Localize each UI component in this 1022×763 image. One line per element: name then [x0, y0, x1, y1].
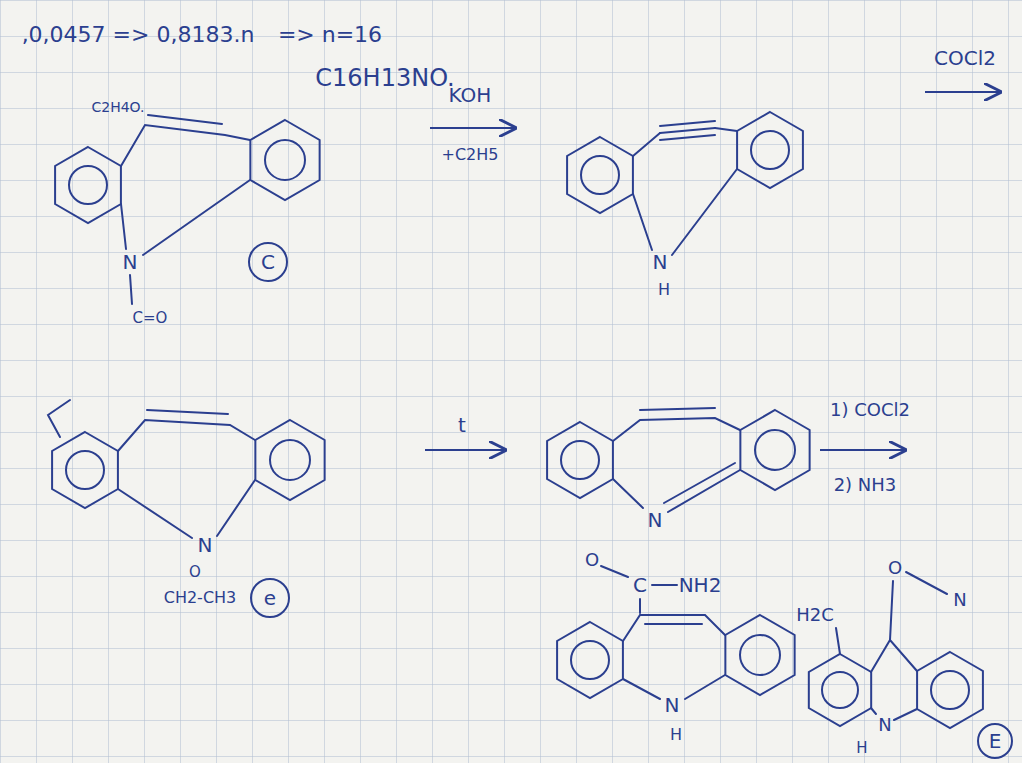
chem-label: C=O [133, 310, 168, 327]
circled-letter: C [248, 242, 288, 282]
bonds [48, 115, 947, 720]
chem-label: H [856, 740, 867, 757]
chem-label: NH2 [679, 574, 722, 596]
chem-label: C2H4O. [91, 100, 144, 115]
chem-label: => n=16 [278, 23, 382, 47]
circled-letter-text: e [264, 588, 276, 608]
chem-label: t [458, 414, 466, 436]
chem-label: KOH [449, 84, 492, 106]
chem-label: +C2H5 [442, 146, 499, 164]
chem-label: H [658, 281, 670, 299]
chem-label: N [198, 534, 213, 556]
chem-label: N [123, 251, 138, 273]
circled-letter-text: C [261, 252, 275, 272]
chem-label: N [653, 251, 668, 273]
chem-label: CH2-CH3 [164, 589, 237, 607]
chem-label: N [665, 694, 680, 716]
chem-label: H2C [796, 605, 834, 625]
chem-label: O [189, 564, 201, 581]
chem-label: ,0,0457 => 0,8183.n [22, 23, 255, 47]
chem-label: C [633, 574, 647, 596]
chem-label: H [670, 726, 682, 744]
chem-label: C16H13NO. [315, 65, 454, 91]
chem-label: 2) NH3 [834, 475, 897, 495]
circled-letter-text: E [989, 731, 1002, 751]
circled-letter: E [977, 723, 1013, 759]
chem-label: COCl2 [934, 47, 996, 69]
benzene-rings [52, 112, 983, 728]
circled-letter: e [250, 578, 290, 618]
chem-label: 1) COCl2 [830, 400, 910, 420]
chem-label: O [585, 550, 599, 570]
chem-label: N [953, 590, 966, 610]
reaction-arrows [425, 92, 1000, 450]
chem-label: O [888, 558, 902, 578]
chem-label: N [648, 509, 663, 531]
chem-label: N [878, 715, 891, 735]
